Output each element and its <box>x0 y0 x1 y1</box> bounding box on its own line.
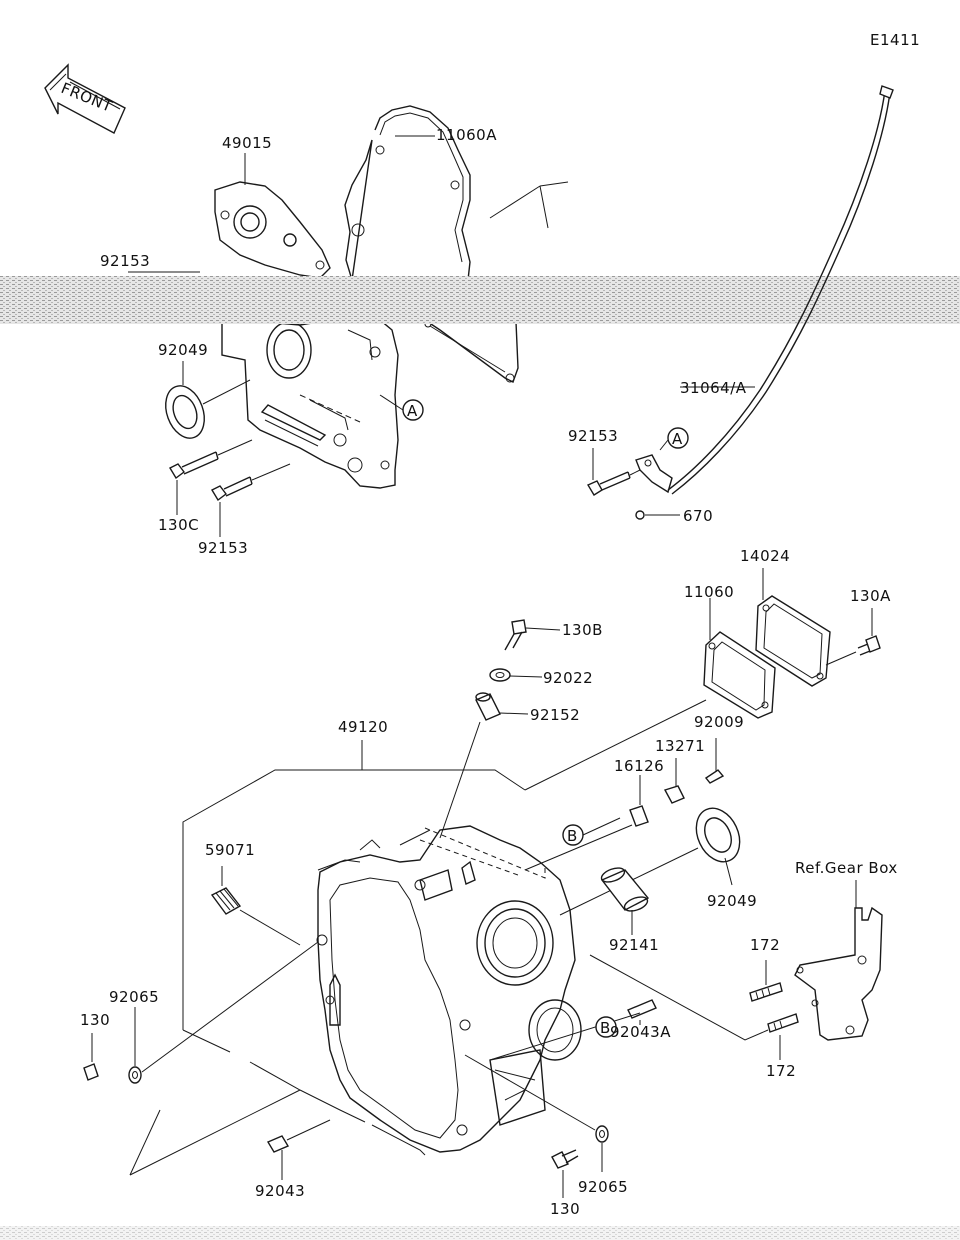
label-130b: 130B <box>562 621 603 639</box>
label-92049-top: 92049 <box>158 341 208 359</box>
label-130c: 130C <box>158 516 199 534</box>
bolt-92153-lower <box>211 463 291 502</box>
assembly-bracket-49120 <box>182 740 363 1030</box>
callout-a-right-letter: A <box>672 430 683 448</box>
scan-noise-band <box>0 276 960 324</box>
bracket-dipstick <box>635 439 673 494</box>
front-arrow-icon: FRONT <box>44 63 126 134</box>
pin-92043a <box>489 999 657 1061</box>
bolt-130c <box>169 439 253 480</box>
label-92065-bottom: 92065 <box>578 1178 628 1196</box>
label-92043a: 92043A <box>610 1023 671 1041</box>
label-92153-top: 92153 <box>100 252 150 270</box>
leader-gasket-to-case <box>524 699 707 791</box>
label-92049-mid: 92049 <box>707 892 757 910</box>
bolt-130-bottom <box>551 1149 579 1198</box>
callout-a-upper: A <box>379 394 424 421</box>
nut-13271 <box>663 758 685 804</box>
gear-box-bracket-ref <box>794 880 883 1041</box>
label-92153-right: 92153 <box>568 427 618 445</box>
plug-59071 <box>210 866 301 946</box>
label-130-left: 130 <box>80 1011 110 1029</box>
dipstick-tube-31064a <box>667 85 894 495</box>
label-ref-gear-box: Ref.Gear Box <box>795 859 898 877</box>
label-14024: 14024 <box>740 547 790 565</box>
assembly-corner <box>129 1109 161 1176</box>
label-130a: 130A <box>850 587 891 605</box>
label-172-bottom: 172 <box>766 1062 796 1080</box>
hidden-edge <box>419 827 546 879</box>
leaders-gasket <box>709 568 764 640</box>
label-13271: 13271 <box>655 737 705 755</box>
oil-seal-92049-top <box>165 379 251 439</box>
cover-direction-mark <box>489 181 569 229</box>
cap-92152 <box>439 692 529 839</box>
label-59071: 59071 <box>205 841 255 859</box>
crankcase-cover-upper <box>221 319 399 489</box>
assembly-bracket-bottom <box>182 1029 426 1156</box>
bearing-92141 <box>600 867 650 935</box>
bolt-92153-right <box>586 469 641 496</box>
bolt-130-left <box>83 1033 99 1081</box>
label-31064a: 31064/A <box>680 379 747 397</box>
washer-92065-left <box>128 941 319 1084</box>
assembly-bracket-top <box>362 769 526 791</box>
label-49120: 49120 <box>338 718 388 736</box>
label-16126: 16126 <box>614 757 664 775</box>
assembly-corner-2 <box>129 1089 301 1176</box>
callout-b-upper: B <box>562 817 621 846</box>
label-11060: 11060 <box>684 583 734 601</box>
callout-b-lower: B <box>595 1016 617 1038</box>
dowel-16126 <box>524 775 649 871</box>
leader-130a <box>825 651 857 666</box>
cover-14024 <box>755 595 831 687</box>
gasket-11060 <box>703 631 776 719</box>
label-92153-bottom: 92153 <box>198 539 248 557</box>
label-11060a: 11060A <box>436 126 497 144</box>
stud-172-top <box>749 960 783 1002</box>
bolt-130b <box>504 619 561 651</box>
label-670: 670 <box>683 507 713 525</box>
gasket-11060A <box>344 105 519 383</box>
callout-b-upper-letter: B <box>567 827 578 845</box>
callout-a-upper-letter: A <box>407 402 418 420</box>
crankcase-49120 <box>316 825 582 1153</box>
bolt-130a <box>857 608 881 656</box>
label-92022: 92022 <box>543 669 593 687</box>
label-92141: 92141 <box>609 936 659 954</box>
label-49015: 49015 <box>222 134 272 152</box>
oring-670 <box>635 510 680 520</box>
gear-case-cover-49015 <box>214 181 331 279</box>
screw-92009 <box>704 738 725 784</box>
label-92152: 92152 <box>530 706 580 724</box>
washer-92022 <box>489 668 543 682</box>
diagram-code: E1411 <box>870 31 920 49</box>
front-label: FRONT <box>59 79 116 116</box>
callout-b-lower-letter: B <box>600 1019 611 1037</box>
washer-92065-bottom <box>464 1054 609 1172</box>
callout-a-right: A <box>667 427 689 449</box>
label-172-top: 172 <box>750 936 780 954</box>
label-92009: 92009 <box>694 713 744 731</box>
dowel-92043 <box>266 1119 331 1180</box>
label-92065-left: 92065 <box>109 988 159 1006</box>
label-130-bottom: 130 <box>550 1200 580 1218</box>
stud-172-bottom <box>589 954 799 1060</box>
label-92043: 92043 <box>255 1182 305 1200</box>
scan-noise-bottom <box>0 1226 960 1240</box>
